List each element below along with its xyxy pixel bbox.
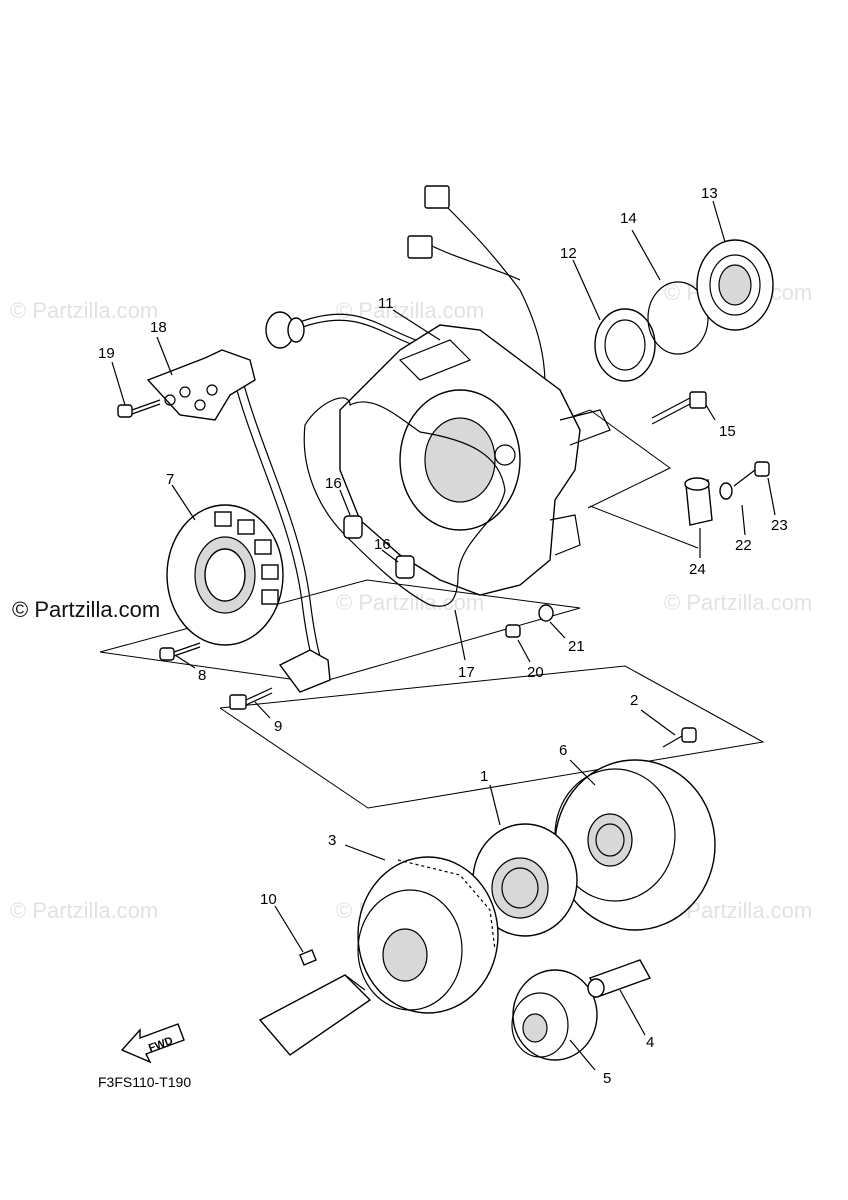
watermark: © Partzilla.com bbox=[10, 298, 158, 323]
watermarks: © Partzilla.com © Partzilla.com © Partzi… bbox=[10, 280, 812, 923]
part-24-sensor bbox=[684, 477, 713, 526]
callout-22: 22 bbox=[735, 537, 752, 554]
callout-1: 1 bbox=[480, 768, 488, 785]
callout-16b: 16 bbox=[374, 536, 391, 553]
part-10-key bbox=[299, 949, 317, 966]
part-14-circlip bbox=[647, 281, 709, 355]
callout-14: 14 bbox=[620, 210, 637, 227]
crankshaft bbox=[258, 974, 372, 1056]
part-5-idler-gear bbox=[511, 969, 598, 1061]
part-1-starter-clutch bbox=[472, 823, 578, 937]
part-16-dowel-pins bbox=[343, 515, 415, 579]
callout-15: 15 bbox=[719, 423, 736, 440]
part-2-screw bbox=[662, 727, 697, 748]
part-20-bolt bbox=[505, 624, 521, 638]
callout-23: 23 bbox=[771, 517, 788, 534]
part-13-oil-seal bbox=[696, 239, 774, 331]
part-23-screw bbox=[733, 461, 770, 487]
callout-16: 16 bbox=[325, 475, 342, 492]
part-9-bolt bbox=[229, 687, 273, 710]
watermark: © Partzilla.com bbox=[664, 590, 812, 615]
part-3-gear bbox=[357, 856, 499, 1014]
callout-17: 17 bbox=[458, 664, 475, 681]
part-21-washer bbox=[538, 604, 554, 622]
callout-19: 19 bbox=[98, 345, 115, 362]
callout-13: 13 bbox=[701, 185, 718, 202]
callout-10: 10 bbox=[260, 891, 277, 908]
fwd-arrow-icon: FWD bbox=[120, 1023, 185, 1064]
watermark: © Partzilla.com bbox=[336, 590, 484, 615]
part-18-clamp-plate bbox=[146, 349, 256, 421]
part-7-stator bbox=[166, 504, 284, 646]
pickup-coil bbox=[278, 649, 331, 693]
callout-11: 11 bbox=[378, 295, 394, 312]
part-4-shaft bbox=[587, 959, 652, 998]
watermark: © Partzilla.com bbox=[336, 298, 484, 323]
part-22-washer bbox=[719, 482, 733, 500]
callout-12: 12 bbox=[560, 245, 577, 262]
callout-21: 21 bbox=[568, 638, 585, 655]
part-11-generator-cover bbox=[339, 324, 611, 596]
callout-8: 8 bbox=[198, 667, 206, 684]
leader-lines bbox=[111, 200, 776, 1071]
part-8-screw bbox=[159, 642, 201, 661]
callout-2: 2 bbox=[630, 692, 638, 709]
part-6-rotor bbox=[554, 759, 716, 931]
callout-18: 18 bbox=[150, 319, 167, 336]
watermark: © Partzilla.com bbox=[10, 898, 158, 923]
callout-9: 9 bbox=[274, 718, 282, 735]
watermark-main: © Partzilla.com bbox=[12, 597, 160, 622]
callout-7: 7 bbox=[166, 471, 174, 488]
part-12-bearing bbox=[594, 308, 656, 382]
part-15-bolt bbox=[651, 391, 707, 425]
callout-3: 3 bbox=[328, 832, 336, 849]
diagram-code: F3FS110-T190 bbox=[98, 1074, 191, 1090]
callout-4: 4 bbox=[646, 1034, 654, 1051]
callout-6: 6 bbox=[559, 742, 567, 759]
callout-5: 5 bbox=[603, 1070, 611, 1087]
callout-24: 24 bbox=[689, 561, 706, 578]
callout-20: 20 bbox=[527, 664, 544, 681]
callout-numbers: 1 2 3 4 5 6 7 8 9 10 11 12 13 14 15 16 1… bbox=[98, 185, 788, 1087]
